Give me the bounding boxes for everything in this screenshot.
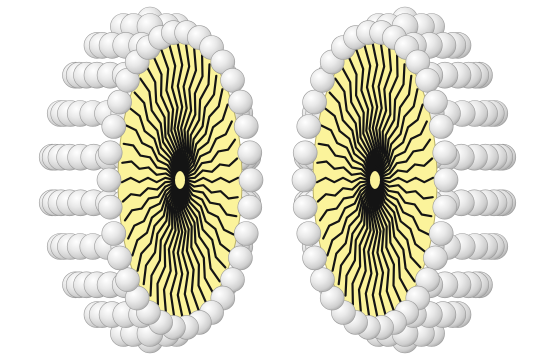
rim-head-sphere: [433, 195, 457, 219]
rim-head-sphere: [108, 90, 132, 114]
rim-head-sphere: [416, 68, 440, 92]
rim-head-sphere: [98, 195, 122, 219]
rim-head-sphere: [423, 90, 447, 114]
rim-head-sphere: [293, 195, 317, 219]
rim-head-sphere: [297, 115, 321, 139]
rim-head-sphere: [423, 246, 447, 270]
left-micelle-half: [39, 7, 263, 353]
rim-head-sphere: [98, 141, 122, 165]
rim-head-sphere: [116, 268, 140, 292]
rim-head-sphere: [434, 168, 458, 192]
rim-head-sphere: [97, 168, 121, 192]
rim-head-sphere: [228, 246, 252, 270]
rim-head-sphere: [234, 222, 258, 246]
rim-head-sphere: [303, 90, 327, 114]
rim-head-sphere: [429, 115, 453, 139]
rim-head-sphere: [221, 68, 245, 92]
rim-head-sphere: [303, 246, 327, 270]
rim-head-sphere: [292, 168, 316, 192]
rim-head-sphere: [293, 141, 317, 165]
rim-head-sphere: [102, 222, 126, 246]
rim-head-sphere: [108, 246, 132, 270]
rim-head-sphere: [228, 90, 252, 114]
rim-head-sphere: [311, 268, 335, 292]
right-micelle-half: [292, 7, 516, 353]
rim-head-sphere: [238, 195, 262, 219]
rim-head-sphere: [238, 141, 262, 165]
rim-head-sphere: [297, 222, 321, 246]
rim-head-sphere: [239, 168, 263, 192]
rim-head-sphere: [234, 115, 258, 139]
rim-head-sphere: [433, 141, 457, 165]
rim-head-sphere: [429, 222, 453, 246]
rim-head-sphere: [102, 115, 126, 139]
